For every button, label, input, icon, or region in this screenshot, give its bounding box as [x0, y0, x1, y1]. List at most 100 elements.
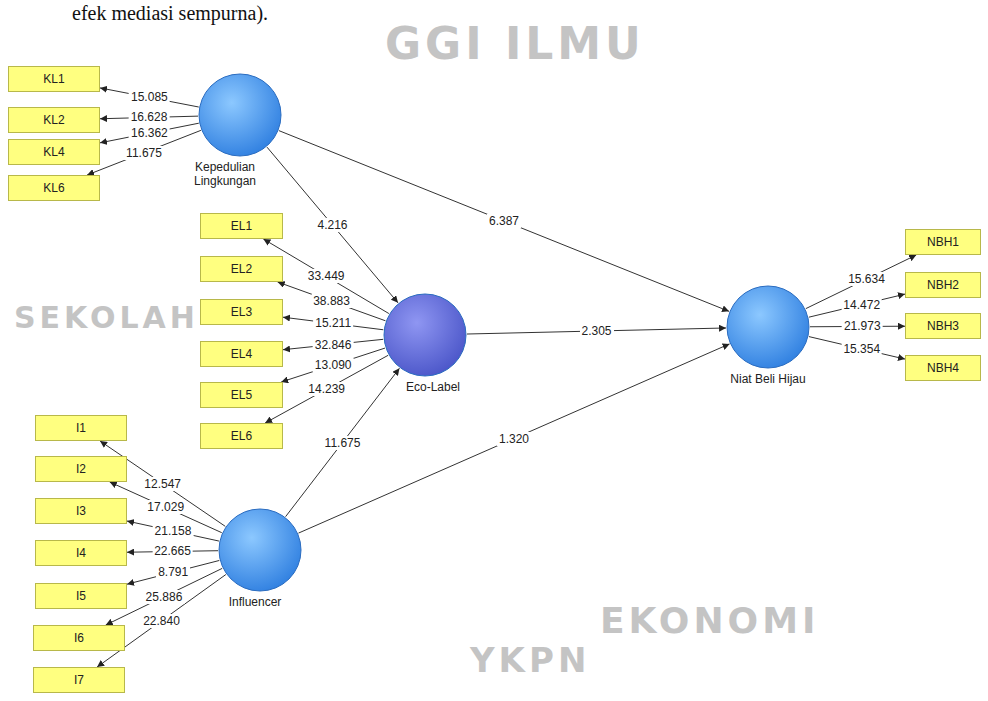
t-statistic-label: 15.211 — [313, 316, 353, 330]
t-statistic-label: 17.029 — [145, 500, 186, 514]
t-statistic-label: 1.320 — [497, 432, 531, 446]
indicator-box: NBH2 — [905, 272, 981, 298]
path-arrow — [100, 88, 199, 107]
indicator-name: NBH4 — [927, 361, 959, 375]
indicator-name: I3 — [76, 504, 86, 518]
t-statistic-label: 11.675 — [323, 436, 363, 450]
path-arrow — [279, 131, 729, 312]
t-statistic-label: 38.883 — [311, 294, 352, 308]
watermark-text: EKONOMI — [600, 600, 819, 641]
indicator-box: I7 — [33, 667, 125, 693]
circle-outline — [727, 286, 809, 368]
indicator-box: I2 — [35, 456, 127, 482]
path-arrow — [278, 282, 386, 321]
t-statistic-label: 4.216 — [315, 218, 349, 232]
indicator-box: EL5 — [200, 382, 283, 408]
t-statistic-label: 12.547 — [142, 477, 183, 491]
indicator-name: KL2 — [43, 113, 64, 127]
indicator-name: EL2 — [231, 262, 252, 276]
indicator-box: KL4 — [8, 139, 100, 165]
indicator-name: EL1 — [231, 219, 252, 233]
indicator-box: KL6 — [8, 175, 100, 201]
indicator-name: KL4 — [43, 145, 64, 159]
indicator-name: I2 — [76, 462, 86, 476]
indicator-name: EL3 — [231, 305, 252, 319]
latent-variable-circle: Kepedulian Lingkungan — [198, 73, 282, 157]
t-statistic-label: 14.239 — [306, 382, 347, 396]
indicator-box: I6 — [33, 625, 125, 651]
indicator-box: EL1 — [200, 213, 283, 239]
latent-variable-circle: Niat Beli Hijau — [726, 285, 810, 369]
t-statistic-label: 14.472 — [841, 298, 882, 312]
circle-outline — [384, 294, 466, 376]
indicator-name: I7 — [74, 673, 84, 687]
path-arrow — [127, 521, 219, 541]
indicator-box: KL1 — [8, 66, 100, 92]
path-arrow — [286, 368, 400, 516]
indicator-box: EL6 — [200, 423, 283, 449]
indicator-box: I1 — [35, 415, 127, 441]
latent-variable-name: Kepedulian Lingkungan — [185, 161, 265, 189]
indicator-name: KL1 — [43, 72, 64, 86]
watermark-text: YKPN — [470, 640, 590, 680]
path-arrow — [809, 294, 905, 317]
indicator-box: NBH1 — [905, 229, 981, 255]
t-statistic-label: 15.354 — [841, 342, 882, 356]
caption-fragment: efek mediasi sempurna). — [72, 2, 268, 25]
t-statistic-label: 15.085 — [129, 90, 170, 104]
indicator-box: NBH4 — [905, 355, 981, 381]
circle-shape — [198, 73, 282, 157]
indicator-box: EL3 — [200, 299, 283, 325]
indicator-box: KL2 — [8, 107, 100, 133]
t-statistic-label: 6.387 — [487, 214, 521, 228]
t-statistic-label: 33.449 — [306, 269, 347, 283]
watermark-text: GGI ILMU — [385, 18, 645, 69]
indicator-box: NBH3 — [905, 313, 981, 339]
indicator-name: I5 — [76, 589, 86, 603]
path-arrow — [298, 344, 729, 533]
t-statistic-label: 32.846 — [313, 338, 354, 352]
t-statistic-label: 21.158 — [153, 524, 194, 538]
indicator-name: I1 — [76, 421, 86, 435]
latent-variable-name: Influencer — [210, 596, 300, 610]
t-statistic-label: 11.675 — [124, 146, 164, 160]
path-arrow — [100, 123, 199, 143]
indicator-box: I4 — [35, 540, 127, 566]
circle-outline — [199, 74, 281, 156]
latent-variable-circle: Influencer — [218, 508, 302, 592]
t-statistic-label: 2.305 — [579, 324, 613, 338]
circle-shape — [383, 293, 467, 377]
indicator-box: I3 — [35, 498, 127, 524]
t-statistic-label: 16.628 — [129, 110, 170, 124]
circle-shape — [218, 508, 302, 592]
path-arrow — [283, 317, 383, 330]
path-arrow — [127, 560, 219, 584]
indicator-name: NBH1 — [927, 235, 959, 249]
indicator-name: I4 — [76, 546, 86, 560]
t-statistic-label: 13.090 — [313, 358, 354, 372]
indicator-name: KL6 — [43, 181, 64, 195]
indicator-name: I6 — [74, 631, 84, 645]
indicator-name: EL5 — [231, 388, 252, 402]
circle-shape — [726, 285, 810, 369]
t-statistic-label: 22.665 — [152, 544, 193, 558]
latent-variable-circle: Eco-Label — [383, 293, 467, 377]
circle-outline — [219, 509, 301, 591]
indicator-name: NBH2 — [927, 278, 959, 292]
t-statistic-label: 8.791 — [156, 565, 190, 579]
t-statistic-label: 15.634 — [846, 272, 887, 286]
indicator-box: I5 — [35, 583, 127, 609]
indicator-name: NBH3 — [927, 319, 959, 333]
indicator-name: EL6 — [231, 429, 252, 443]
t-statistic-label: 25.886 — [144, 590, 185, 604]
watermark-text: SEKOLAH — [14, 300, 199, 335]
path-arrow — [809, 337, 905, 360]
indicator-box: EL2 — [200, 256, 283, 282]
t-statistic-label: 22.840 — [141, 614, 182, 628]
indicator-box: EL4 — [200, 341, 283, 367]
indicator-name: EL4 — [231, 347, 252, 361]
t-statistic-label: 21.973 — [842, 319, 883, 333]
t-statistic-label: 16.362 — [129, 126, 170, 140]
latent-variable-name: Niat Beli Hijau — [713, 373, 823, 387]
path-arrow — [265, 355, 388, 423]
